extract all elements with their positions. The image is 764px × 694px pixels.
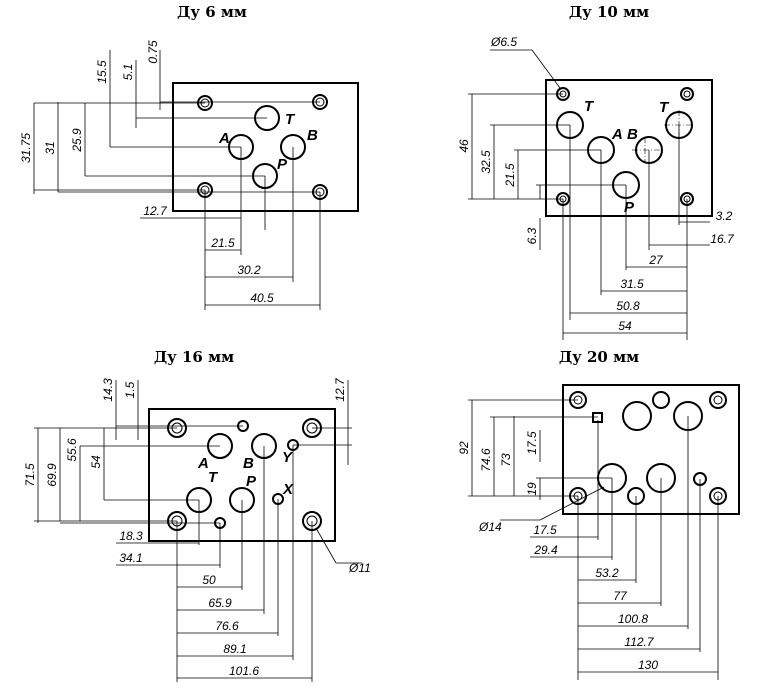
port-label: A (197, 455, 209, 472)
port-label: B (243, 455, 254, 472)
panel-du16: Ду 16 мм T A B Y P X (23, 348, 371, 682)
dimension-label: 71.5 (23, 463, 37, 487)
panel-du20: Ду 20 мм (457, 348, 740, 680)
port-label: B (627, 126, 638, 143)
dimension-label: 100.8 (618, 612, 648, 626)
dimension-label: 29.4 (533, 543, 558, 557)
dimension-label: 40.5 (250, 291, 274, 305)
dimension-label: 77 (613, 589, 628, 603)
dimension-label: 101.6 (229, 664, 259, 678)
port-label: B (307, 127, 318, 144)
dimension-label: 76.6 (215, 619, 239, 633)
dimension-label: 1.5 (123, 381, 137, 398)
dimension-label: 12.7 (333, 377, 347, 402)
hole-diameter-label: Ø11 (348, 561, 371, 575)
panel-title: Ду 20 мм (559, 348, 639, 366)
dimension-label: 50 (202, 573, 216, 587)
dimension-label: 19 (525, 482, 539, 496)
dimension-label: 18.3 (119, 529, 143, 543)
dimension-lines (468, 49, 710, 340)
dimension-label: 17.5 (533, 523, 557, 537)
dimension-label: 55.6 (65, 438, 79, 462)
dimension-label: 74.6 (479, 448, 493, 472)
hole-diameter-label: Ø6.5 (490, 35, 517, 49)
dimension-lines (468, 399, 719, 680)
dimension-label: 25.9 (70, 128, 84, 153)
mounting-holes (556, 87, 694, 206)
panel-title: Ду 16 мм (154, 348, 234, 366)
dimension-lines (34, 380, 362, 682)
port-label: A (218, 130, 230, 147)
port-label: A (611, 126, 623, 143)
dimension-label: 15.5 (95, 60, 109, 84)
dimension-label: 54 (618, 319, 632, 333)
dimension-label: 6.3 (525, 227, 539, 244)
dimension-label: 112.7 (624, 635, 654, 649)
dimension-label: 65.9 (208, 596, 232, 610)
port-label: T (285, 111, 296, 128)
dimension-label: 14.3 (101, 378, 115, 402)
dimension-label: 3.2 (716, 209, 733, 223)
panel-du10: Ду 10 мм T A B T P (457, 3, 735, 340)
dimension-label: 53.2 (595, 566, 619, 580)
dimension-label: 50.8 (616, 299, 640, 313)
dimension-label: 46 (457, 139, 471, 153)
port-holes (597, 401, 703, 493)
port-label: Y (282, 449, 294, 466)
dimension-label: 69.9 (45, 463, 59, 487)
panel-du6: Ду 6 мм A T B P (19, 3, 359, 310)
dimension-label: 31.5 (620, 277, 644, 291)
dimension-label: 31.75 (19, 133, 33, 163)
port-label: T (584, 98, 595, 115)
dimension-label: 32.5 (479, 150, 493, 174)
dimension-label: 17.5 (525, 431, 539, 455)
panel-title: Ду 6 мм (177, 3, 247, 21)
dimension-label: 16.7 (710, 232, 735, 246)
port-label: P (246, 473, 257, 490)
mounting-plate (545, 79, 713, 217)
dimension-label: 92 (457, 441, 471, 455)
dimension-label: 21.5 (503, 163, 517, 188)
port-label: T (659, 99, 670, 116)
dimension-label: 54 (89, 455, 103, 469)
port-label: P (624, 199, 635, 216)
dimension-label: 0.75 (146, 40, 160, 64)
dimension-label: 31 (43, 141, 57, 154)
mounting-holes (167, 418, 322, 531)
dimension-label: 89.1 (223, 642, 246, 656)
panel-title: Ду 10 мм (569, 3, 649, 21)
dimension-label: 21.5 (210, 236, 235, 250)
dimension-label: 27 (648, 253, 664, 267)
hole-diameter-label: Ø14 (478, 520, 502, 534)
port-label: P (277, 156, 288, 173)
dimension-label: 34.1 (119, 551, 142, 565)
port-label: X (282, 481, 294, 498)
dimension-lines (33, 50, 321, 310)
dimension-label: 73 (499, 453, 513, 467)
mounting-plate (562, 384, 740, 515)
dimension-label: 5.1 (121, 64, 135, 81)
port-label: T (208, 469, 219, 486)
dimension-label: 12.7 (143, 204, 168, 218)
dimension-label: 130 (638, 658, 658, 672)
dimension-label: 30.2 (237, 263, 261, 277)
